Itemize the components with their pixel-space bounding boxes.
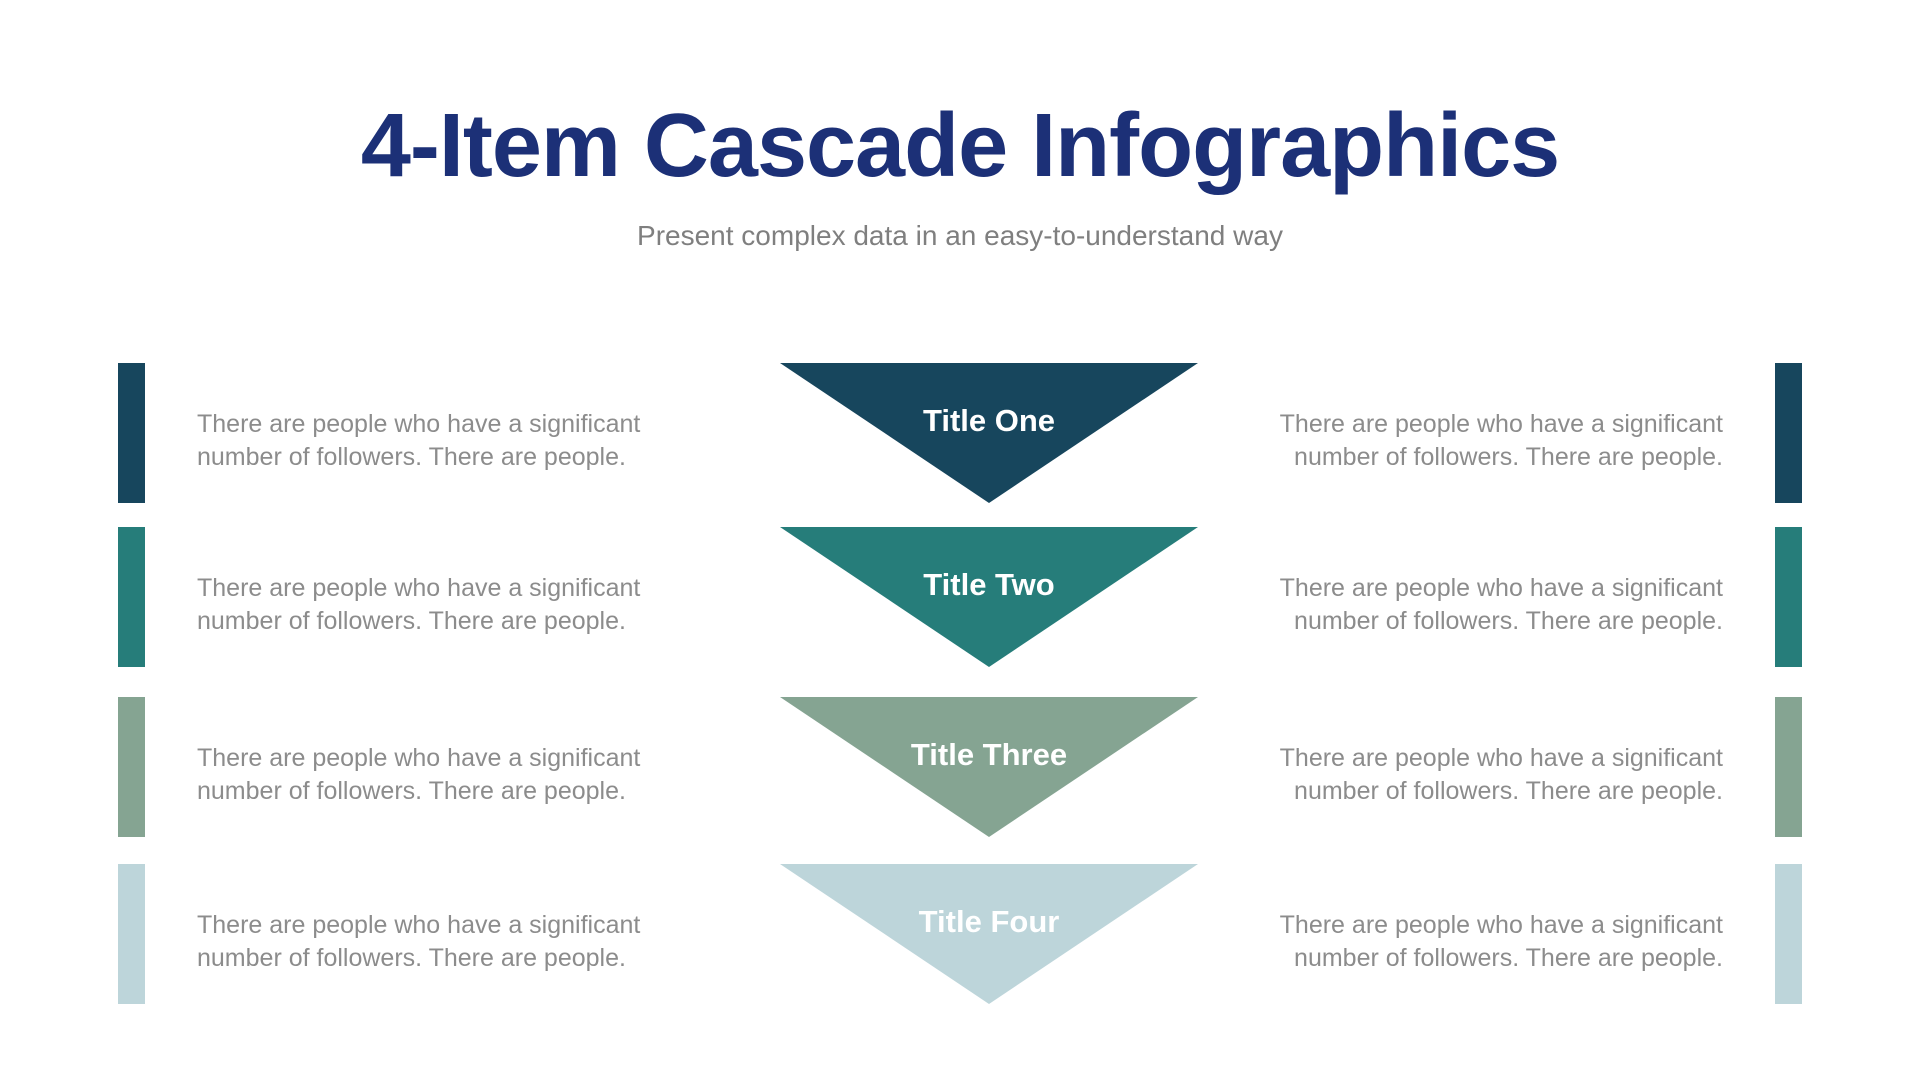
row-accent-bar-right <box>1775 697 1802 837</box>
page-subtitle: Present complex data in an easy-to-under… <box>637 220 1283 251</box>
row-description-right: There are people who have a significant … <box>1279 574 1723 635</box>
cascade-row-1: There are people who have a significant … <box>0 363 1920 503</box>
row-accent-bar-right <box>1775 527 1802 667</box>
triangle-title: Title Two <box>923 567 1055 602</box>
row-accent-bar-right <box>1775 864 1802 1004</box>
cascade-row-4: There are people who have a significant … <box>0 864 1920 1004</box>
row-description-left: There are people who have a significant … <box>197 574 641 635</box>
page-title: 4-Item Cascade Infographics <box>360 96 1560 196</box>
triangle-title: Title Three <box>910 737 1068 772</box>
row-accent-bar-left <box>118 864 145 1004</box>
row-accent-bar-left <box>118 697 145 837</box>
row-description-right: There are people who have a significant … <box>1279 410 1723 471</box>
triangle-title: Title One <box>922 403 1056 438</box>
row-description-left: There are people who have a significant … <box>197 410 641 471</box>
cascade-row-2: There are people who have a significant … <box>0 527 1920 667</box>
row-description-right: There are people who have a significant … <box>1279 744 1723 805</box>
row-accent-bar-left <box>118 363 145 503</box>
triangle-title: Title Four <box>918 904 1060 939</box>
cascade-row-3: There are people who have a significant … <box>0 697 1920 837</box>
row-description-right: There are people who have a significant … <box>1279 911 1723 972</box>
row-accent-bar-right <box>1775 363 1802 503</box>
row-description-left: There are people who have a significant … <box>197 911 641 972</box>
row-accent-bar-left <box>118 527 145 667</box>
row-description-left: There are people who have a significant … <box>197 744 641 805</box>
